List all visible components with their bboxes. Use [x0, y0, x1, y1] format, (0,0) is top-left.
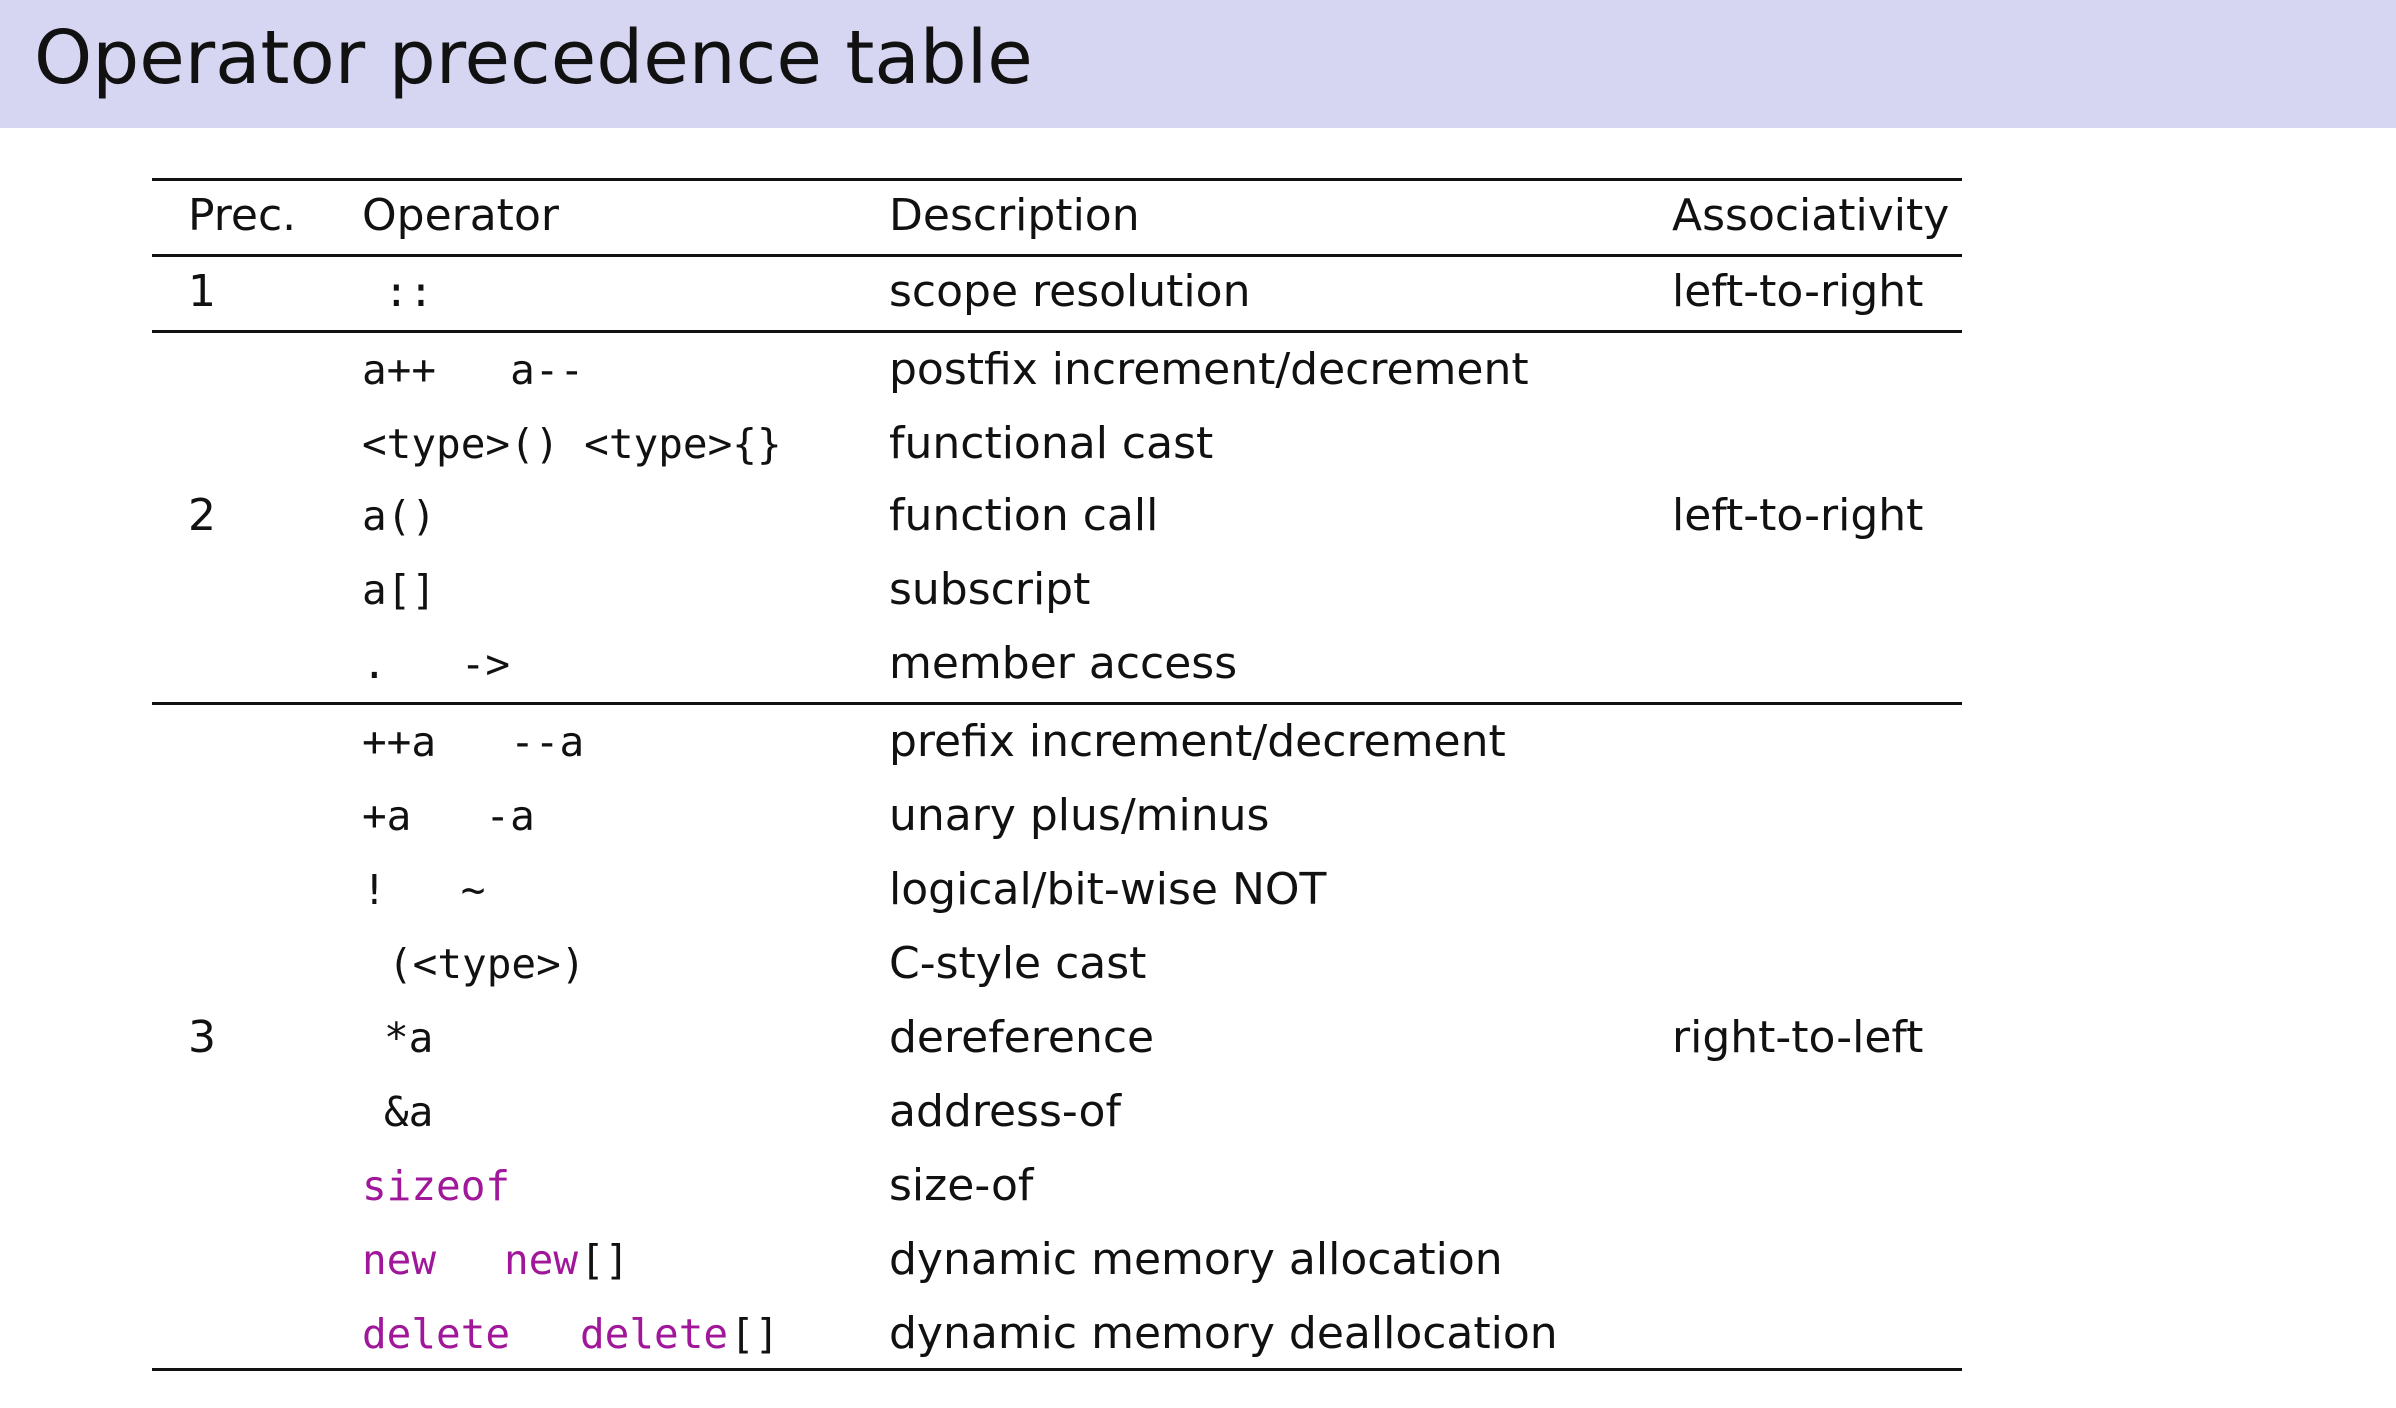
header-associativity: Associativity	[1672, 190, 1950, 241]
operator-cell: (<type>)	[388, 940, 586, 988]
description-cell: C-style cast	[889, 938, 1147, 989]
description-cell: logical/bit-wise NOT	[889, 864, 1327, 915]
description-cell: function call	[889, 490, 1159, 541]
group-3-associativity: right-to-left	[1672, 1012, 1924, 1063]
operator-keyword: delete	[362, 1310, 511, 1358]
group-1-prec: 1	[188, 266, 216, 317]
operator-keyword: new	[504, 1236, 579, 1284]
group-1-rule	[152, 330, 1962, 333]
page-title: Operator precedence table	[34, 15, 1033, 101]
description-cell: dereference	[889, 1012, 1155, 1063]
table-top-rule	[152, 178, 1962, 181]
header-description: Description	[889, 190, 1140, 241]
description-cell: scope resolution	[889, 266, 1251, 317]
operator-cell: a[]	[362, 566, 437, 614]
header-operator: Operator	[362, 190, 559, 241]
description-cell: unary plus/minus	[889, 790, 1270, 841]
table-bottom-rule	[152, 1368, 1962, 1371]
description-cell: functional cast	[889, 418, 1214, 469]
description-cell: size-of	[889, 1160, 1034, 1211]
group-2-associativity: left-to-right	[1672, 490, 1924, 541]
title-bar: Operator precedence table	[0, 0, 2396, 128]
header-rule	[152, 254, 1962, 257]
operator-cell: <type>() <type>{}	[362, 420, 782, 468]
operator-suffix: []	[580, 1236, 630, 1284]
operator-cell: ! ~	[362, 866, 486, 914]
group-2-rule	[152, 702, 1962, 705]
operator-cell: a++ a--	[362, 346, 585, 394]
operator-cell: &a	[384, 1088, 434, 1136]
description-cell: address-of	[889, 1086, 1121, 1137]
operator-cell: *a	[384, 1014, 434, 1062]
operator-keyword: new	[362, 1236, 437, 1284]
description-cell: dynamic memory allocation	[889, 1234, 1503, 1285]
description-cell: dynamic memory deallocation	[889, 1308, 1558, 1359]
description-cell: postfix increment/decrement	[889, 344, 1529, 395]
operator-cell: ::	[384, 268, 434, 316]
group-1-associativity: left-to-right	[1672, 266, 1924, 317]
group-3-prec: 3	[188, 1012, 216, 1063]
header-prec: Prec.	[188, 190, 297, 241]
operator-cell: a()	[362, 492, 437, 540]
description-cell: member access	[889, 638, 1238, 689]
operator-cell: . ->	[362, 640, 511, 688]
group-2-prec: 2	[188, 490, 216, 541]
operator-suffix: []	[730, 1310, 780, 1358]
description-cell: prefix increment/decrement	[889, 716, 1506, 767]
operator-cell: ++a --a	[362, 718, 585, 766]
description-cell: subscript	[889, 564, 1091, 615]
operator-keyword: delete	[580, 1310, 729, 1358]
operator-keyword: sizeof	[362, 1162, 511, 1210]
operator-cell: +a -a	[362, 792, 535, 840]
